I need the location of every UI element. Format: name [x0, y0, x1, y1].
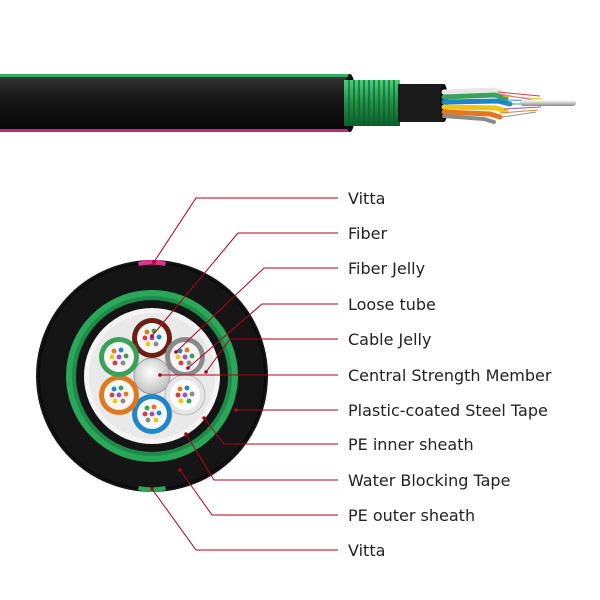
- leader-loose-tube: [187, 303, 338, 369]
- side-armor: [344, 80, 400, 126]
- cable-side-view: [0, 74, 576, 132]
- side-outer-sheath: [0, 74, 350, 132]
- leader-cable-jelly: [205, 338, 338, 373]
- label-fiber-jelly: Fiber Jelly: [348, 259, 425, 278]
- label-loose-tube: Loose tube: [348, 295, 436, 314]
- label-fiber: Fiber: [348, 224, 387, 243]
- fibers-in-tubes: [108, 327, 196, 424]
- vitta-mark-top: [138, 260, 166, 266]
- side-armor-corrugation: [348, 80, 395, 126]
- cable-cross-section: [36, 260, 268, 492]
- side-loose-tubes: [441, 87, 513, 124]
- label-water-blocking-tape: Water Blocking Tape: [348, 471, 510, 490]
- side-inner-sheath: [398, 84, 444, 122]
- leader-vitta-bottom: [151, 488, 338, 551]
- leader-pe-inner-sheath: [203, 417, 338, 445]
- label-plastic-coated-steel-tape: Plastic-coated Steel Tape: [348, 401, 548, 420]
- leader-water-blocking-tape: [185, 433, 338, 481]
- callout-labels: Vitta Fiber Fiber Jelly Loose tube Cable…: [348, 189, 552, 560]
- label-pe-outer-sheath: PE outer sheath: [348, 506, 475, 525]
- label-vitta-top: Vitta: [348, 189, 385, 208]
- central-strength-member: [133, 357, 171, 395]
- label-pe-inner-sheath: PE inner sheath: [348, 435, 474, 454]
- leader-fiber-jelly: [175, 267, 338, 353]
- leader-lines: [150, 197, 338, 551]
- label-vitta-bottom: Vitta: [348, 541, 385, 560]
- side-vitta-bottom: [0, 129, 350, 132]
- leader-pe-outer-sheath: [179, 469, 338, 516]
- label-cable-jelly: Cable Jelly: [348, 330, 431, 349]
- label-central-strength-member: Central Strength Member: [348, 366, 552, 385]
- side-vitta-top: [0, 74, 350, 77]
- leader-vitta-top: [153, 197, 338, 263]
- side-central-member: [520, 100, 576, 106]
- leader-fiber: [151, 232, 338, 337]
